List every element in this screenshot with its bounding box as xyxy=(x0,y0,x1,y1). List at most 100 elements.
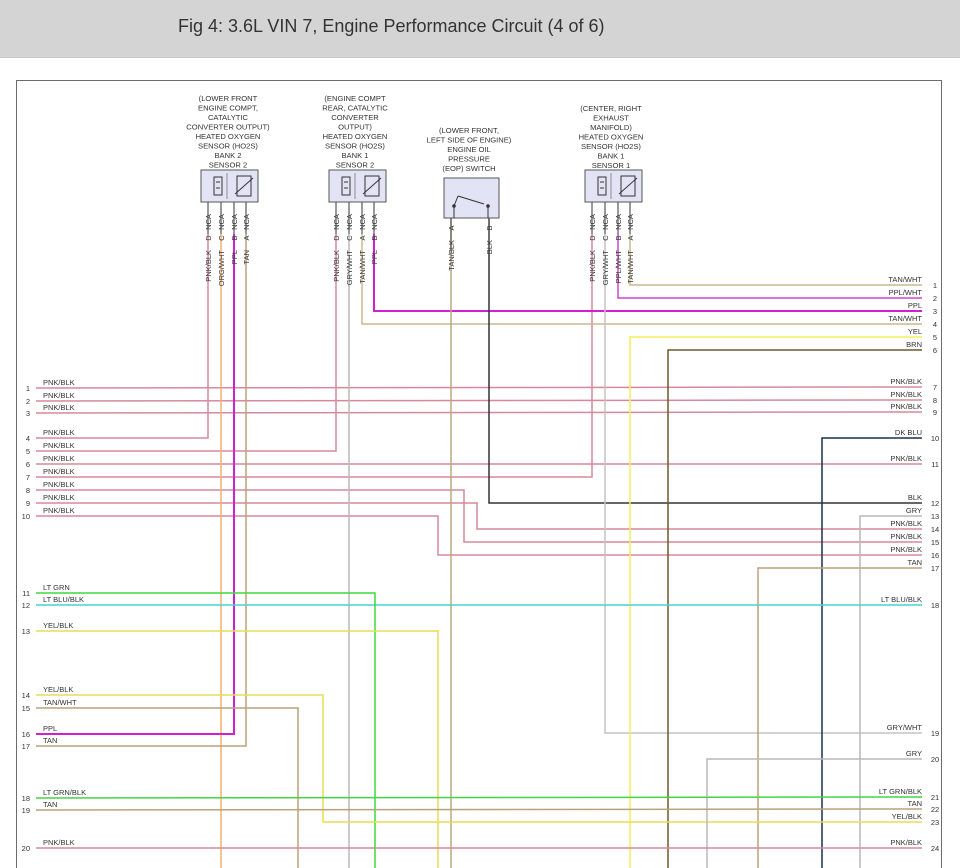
left-terminal-number: 12 xyxy=(22,601,30,610)
pin-nca-label: NCA xyxy=(345,214,354,230)
pin-wire-color: PNK/BLK xyxy=(588,250,597,282)
right-terminal-number: 4 xyxy=(933,320,937,329)
component-label-line: (LOWER FRONT, xyxy=(439,126,499,135)
left-terminal-number: 6 xyxy=(26,460,30,469)
pin-wire-color: BLK xyxy=(485,240,494,254)
left-terminal-label: PNK/BLK xyxy=(43,441,75,450)
wire-dk-blu-10 xyxy=(821,437,922,868)
right-terminal-number: 8 xyxy=(933,396,937,405)
right-terminal-label: PNK/BLK xyxy=(890,532,922,541)
wire-gry-13 xyxy=(859,515,922,868)
pin-wire-color: GRY/WHT xyxy=(601,250,610,286)
left-terminal-label: PNK/BLK xyxy=(43,378,75,387)
right-terminal-label: PNK/BLK xyxy=(890,402,922,411)
right-terminal-number: 14 xyxy=(931,525,939,534)
component-label-line: CONVERTER OUTPUT) xyxy=(186,123,270,132)
component-label-line: (LOWER FRONT xyxy=(199,94,258,103)
component-label-line: SENSOR 2 xyxy=(209,161,247,170)
wire-tan-17r xyxy=(757,567,922,868)
right-terminal-label: BRN xyxy=(906,340,922,349)
page-title: Fig 4: 3.6L VIN 7, Engine Performance Ci… xyxy=(178,16,605,36)
component-label-line: HEATED OXYGEN xyxy=(579,133,644,142)
terminal-layer: 1PNK/BLK2PNK/BLK3PNK/BLK4PNK/BLK5PNK/BLK… xyxy=(22,275,940,853)
pin-wire-color: ORG/WHT xyxy=(217,250,226,287)
component-label-line: SENSOR (HO2S) xyxy=(325,142,385,151)
right-terminal-label: TAN xyxy=(908,799,922,808)
pin-wire-color: TAN xyxy=(242,250,251,264)
pin-letter: D xyxy=(588,235,597,241)
left-terminal-label: PNK/BLK xyxy=(43,467,75,476)
wire-layer xyxy=(35,218,923,868)
left-terminal-label: LT BLU/BLK xyxy=(43,595,84,604)
wire-yel-blk-13 xyxy=(36,630,439,868)
pin-nca-label: NCA xyxy=(332,214,341,230)
wire-lt-grn xyxy=(36,592,376,868)
variable-resistor-icon xyxy=(618,177,638,195)
left-terminal-label: PNK/BLK xyxy=(43,391,75,400)
wire-yel-5 xyxy=(629,336,922,868)
right-terminal-label: TAN/WHT xyxy=(888,275,922,284)
left-terminal-label: PNK/BLK xyxy=(43,428,75,437)
pin-nca-label: NCA xyxy=(588,214,597,230)
pin-letter: B xyxy=(370,235,379,240)
pin-letter: A xyxy=(358,235,367,240)
component-label-line: CONVERTER xyxy=(331,113,379,122)
right-terminal-number: 23 xyxy=(931,818,939,827)
left-terminal-number: 10 xyxy=(22,512,30,521)
left-terminal-label: YEL/BLK xyxy=(43,685,73,694)
variable-resistor-icon xyxy=(234,177,254,195)
sensor-element-icon xyxy=(364,175,380,197)
pin-wire-color: PPL xyxy=(230,250,239,264)
pin-wire-color: TAN/BLK xyxy=(447,240,456,271)
component-label-line: PRESSURE xyxy=(448,155,490,164)
left-terminal-number: 3 xyxy=(26,409,30,418)
left-terminal-number: 16 xyxy=(22,730,30,739)
left-terminal-number: 2 xyxy=(26,397,30,406)
left-terminal-label: LT GRN xyxy=(43,583,70,592)
component-label-line: HEATED OXYGEN xyxy=(323,132,388,141)
right-terminal-number: 5 xyxy=(933,333,937,342)
right-terminal-label: TAN xyxy=(908,558,922,567)
left-terminal-label: PNK/BLK xyxy=(43,480,75,489)
wire-pnk-blk-8 xyxy=(36,489,922,543)
left-terminal-label: PNK/BLK xyxy=(43,506,75,515)
right-terminal-label: PNK/BLK xyxy=(890,390,922,399)
component-label-line: BANK 1 xyxy=(341,151,368,160)
right-terminal-number: 1 xyxy=(933,281,937,290)
left-terminal-label: TAN/WHT xyxy=(43,698,77,707)
left-terminal-number: 4 xyxy=(26,434,30,443)
left-terminal-number: 14 xyxy=(22,691,30,700)
pin-wire-color: TAN/WHT xyxy=(358,250,367,284)
right-terminal-label: DK BLU xyxy=(895,428,922,437)
right-terminal-label: PPL/WHT xyxy=(889,288,923,297)
pin-letter: D xyxy=(332,235,341,241)
pin-letter: B xyxy=(485,225,494,230)
component-box xyxy=(200,169,259,203)
right-terminal-number: 19 xyxy=(931,729,939,738)
right-terminal-number: 16 xyxy=(931,551,939,560)
left-terminal-number: 8 xyxy=(26,486,30,495)
left-terminal-label: PPL xyxy=(43,724,57,733)
pin-nca-label: NCA xyxy=(626,214,635,230)
right-terminal-number: 24 xyxy=(931,844,939,853)
left-terminal-number: 19 xyxy=(22,806,30,815)
right-terminal-label: PNK/BLK xyxy=(890,377,922,386)
pin-nca-label: NCA xyxy=(358,214,367,230)
pin-letter: C xyxy=(217,235,226,241)
right-terminal-label: PNK/BLK xyxy=(890,545,922,554)
left-terminal-number: 20 xyxy=(22,844,30,853)
pin-nca-label: NCA xyxy=(230,214,239,230)
pin-letter: C xyxy=(601,235,610,241)
wire-ppl-16 xyxy=(36,234,235,735)
wire-yel-blk-14 xyxy=(36,694,922,823)
sensor-element-icon xyxy=(236,175,252,197)
right-terminal-label: YEL xyxy=(908,327,922,336)
right-terminal-number: 6 xyxy=(933,346,937,355)
pin-nca-label: NCA xyxy=(601,214,610,230)
right-terminal-label: LT BLU/BLK xyxy=(881,595,922,604)
pin-wire-color: GRY/WHT xyxy=(345,250,354,286)
wire-tan-wht-1 xyxy=(629,234,922,286)
